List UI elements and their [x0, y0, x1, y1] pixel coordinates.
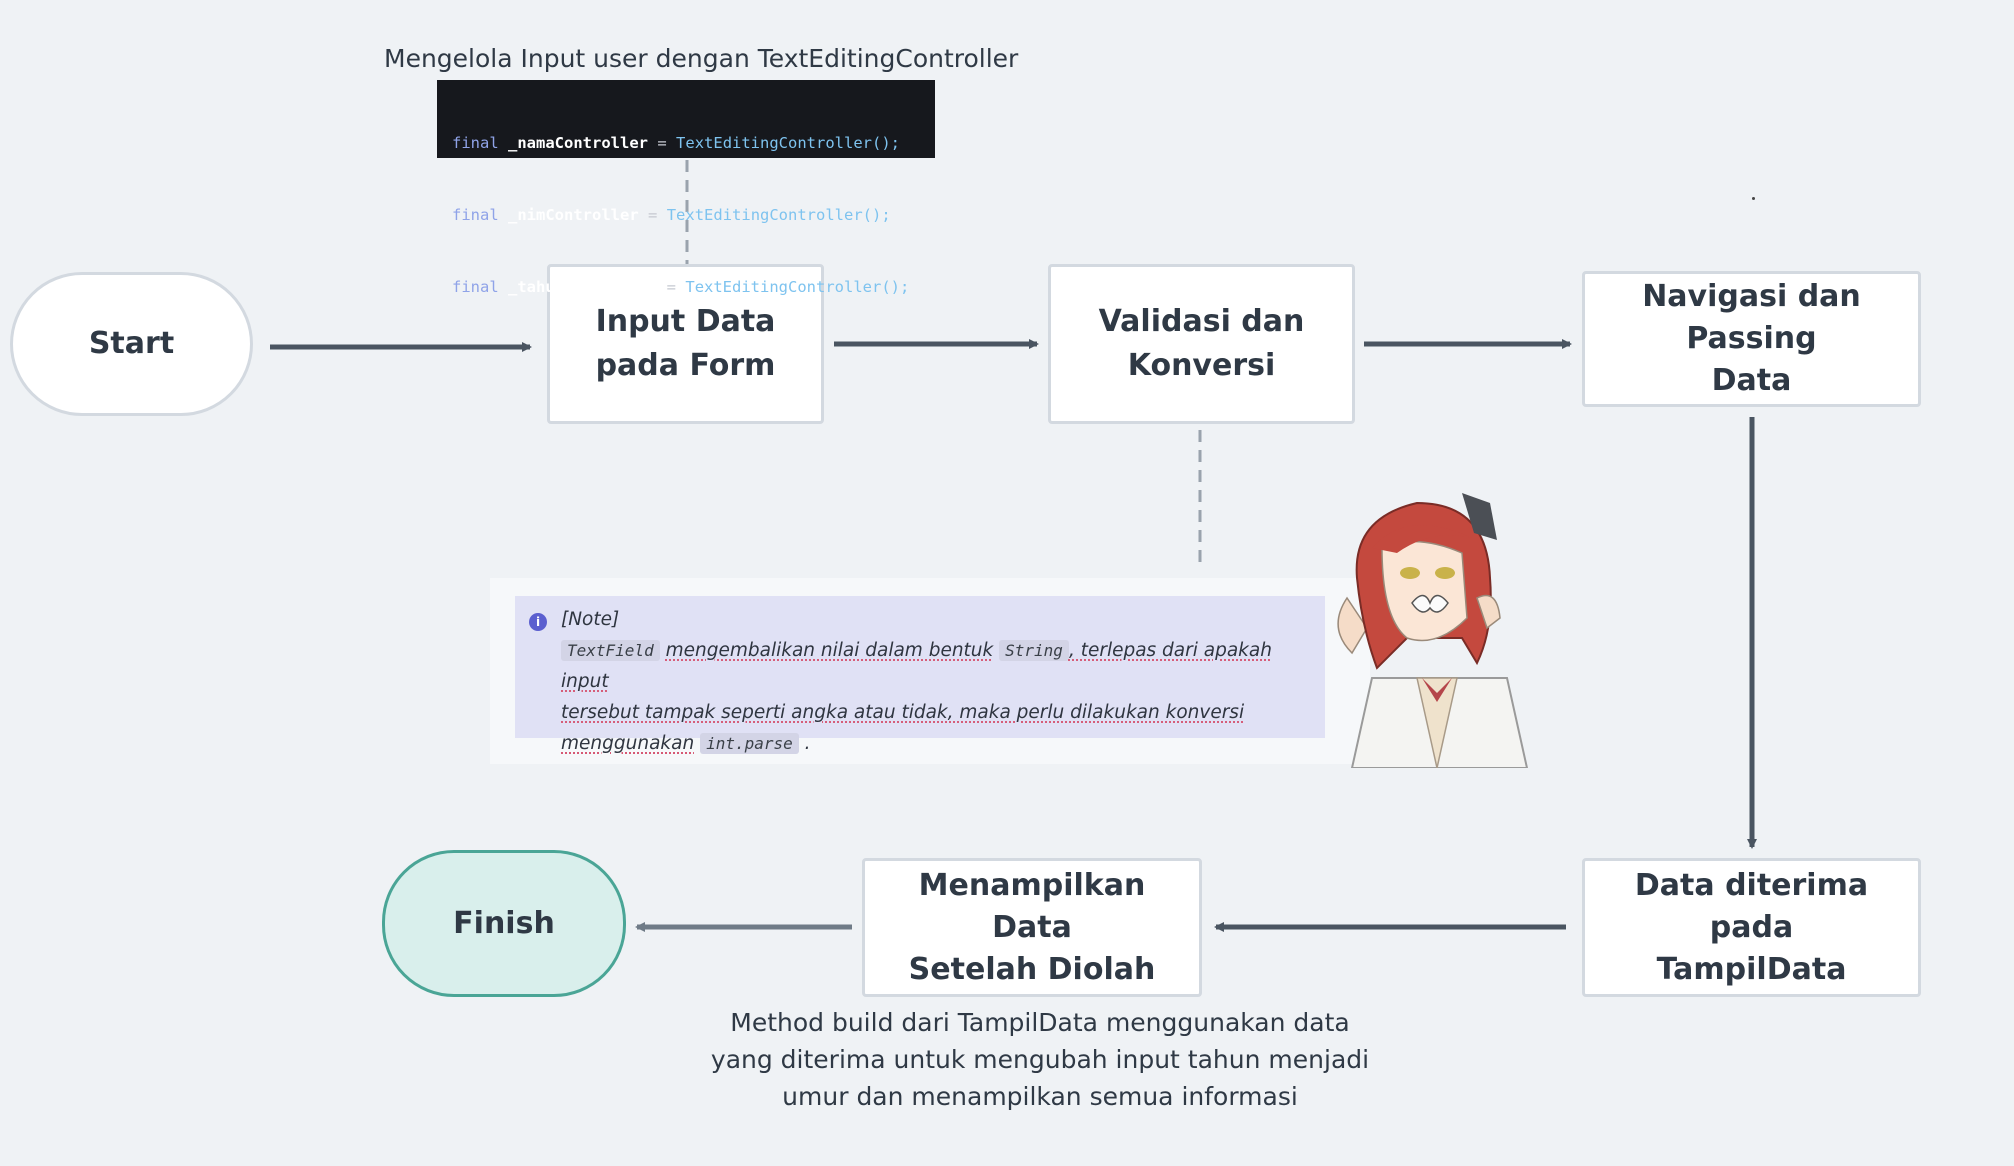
note-text: . — [804, 733, 811, 754]
code-identifier: _namaController — [508, 134, 648, 152]
note-panel: i [Note] TextField mengembalikan nilai d… — [490, 578, 1370, 764]
validasi-node: Validasi dan Konversi — [1048, 264, 1355, 424]
note-body-line-3: menggunakan int.parse . — [561, 728, 1313, 759]
input-data-label-2: pada Form — [595, 348, 776, 383]
input-data-label-1: Input Data — [595, 304, 776, 339]
note-text: tersebut tampak seperti angka atau tidak… — [561, 702, 1245, 723]
code-string: String — [999, 640, 1069, 661]
note-text: mengembalikan nilai dalam bentuk — [665, 640, 994, 661]
method-build-line-2: yang diterima untuk mengubah input tahun… — [710, 1045, 1370, 1074]
code-identifier: _nimController — [508, 206, 639, 224]
validasi-label-1: Validasi dan — [1098, 304, 1305, 339]
navigasi-label-2: Data — [1711, 363, 1792, 398]
note-text: menggunakan — [561, 733, 695, 754]
code-snippet: final _namaController = TextEditingContr… — [437, 80, 935, 296]
method-build-caption: Method build dari TampilData menggunakan… — [700, 1004, 1380, 1115]
menampilkan-label-1: Menampilkan Data — [918, 867, 1146, 945]
note-body-line-2: tersebut tampak seperti angka atau tidak… — [561, 697, 1313, 728]
code-call: TextEditingController(); — [685, 278, 910, 296]
code-identifier: _tahunController — [508, 278, 658, 296]
note-body-line-1: TextField mengembalikan nilai dalam bent… — [561, 635, 1313, 697]
navigasi-label-1: Navigasi dan Passing — [1642, 279, 1861, 356]
stray-dot — [1752, 197, 1755, 200]
diterima-label-1: Data diterima pada — [1634, 867, 1869, 945]
start-node: Start — [10, 272, 253, 416]
input-data-node: Input Data pada Form — [547, 264, 824, 424]
code-intparse: int.parse — [700, 733, 799, 754]
code-keyword: final — [452, 206, 499, 224]
controller-caption: Mengelola Input user dengan TextEditingC… — [384, 44, 1019, 73]
info-icon: i — [529, 613, 547, 631]
start-label: Start — [88, 326, 175, 361]
code-operator: = — [657, 134, 667, 152]
menampilkan-data-node: Menampilkan Data Setelah Diolah — [862, 858, 1202, 997]
navigasi-node: Navigasi dan Passing Data — [1582, 271, 1921, 407]
scientist-character-illustration — [1337, 493, 1529, 768]
code-call: TextEditingController(); — [666, 206, 891, 224]
code-call: TextEditingController(); — [676, 134, 900, 152]
finish-label: Finish — [453, 905, 555, 941]
note-text: , terlepas dari apakah input — [561, 640, 1272, 692]
code-operator: = — [666, 278, 677, 296]
code-line: final _namaController = TextEditingContr… — [452, 131, 920, 155]
method-build-line-1: Method build dari TampilData menggunakan… — [730, 1008, 1350, 1037]
code-operator: = — [648, 206, 658, 224]
data-diterima-node: Data diterima pada TampilData — [1582, 858, 1921, 997]
code-keyword: final — [452, 278, 499, 296]
code-textfield: TextField — [561, 640, 660, 661]
finish-node: Finish — [382, 850, 626, 997]
diterima-label-2: TampilData — [1656, 951, 1847, 987]
validasi-label-2: Konversi — [1127, 348, 1276, 383]
code-line: final _tahunController = TextEditingCont… — [452, 275, 920, 299]
code-keyword: final — [452, 134, 499, 152]
menampilkan-label-2: Setelah Diolah — [908, 951, 1156, 987]
code-line: final _nimController = TextEditingContro… — [452, 203, 920, 227]
note-callout: i [Note] TextField mengembalikan nilai d… — [515, 596, 1325, 754]
method-build-line-3: umur dan menampilkan semua informasi — [782, 1082, 1298, 1111]
note-heading: [Note] — [561, 609, 620, 630]
